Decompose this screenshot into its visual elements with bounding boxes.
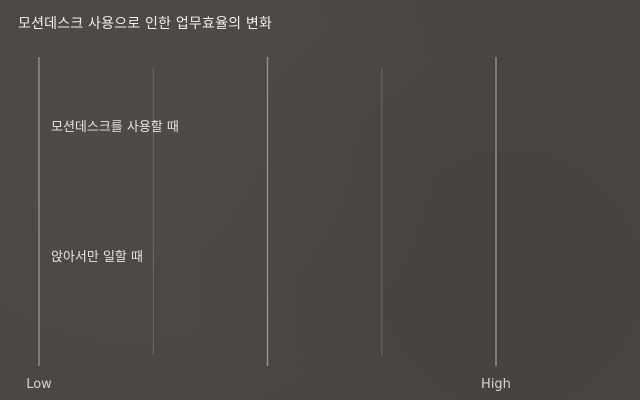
x-tick-label: High xyxy=(481,377,511,392)
x-tick-label: Low xyxy=(26,377,52,392)
chart-title: 모션데스크 사용으로 인한 업무효율의 변화 xyxy=(18,16,273,32)
category-label: 앉아서만 일할 때 xyxy=(51,250,143,265)
category-label: 모션데스크를 사용할 때 xyxy=(51,120,179,135)
